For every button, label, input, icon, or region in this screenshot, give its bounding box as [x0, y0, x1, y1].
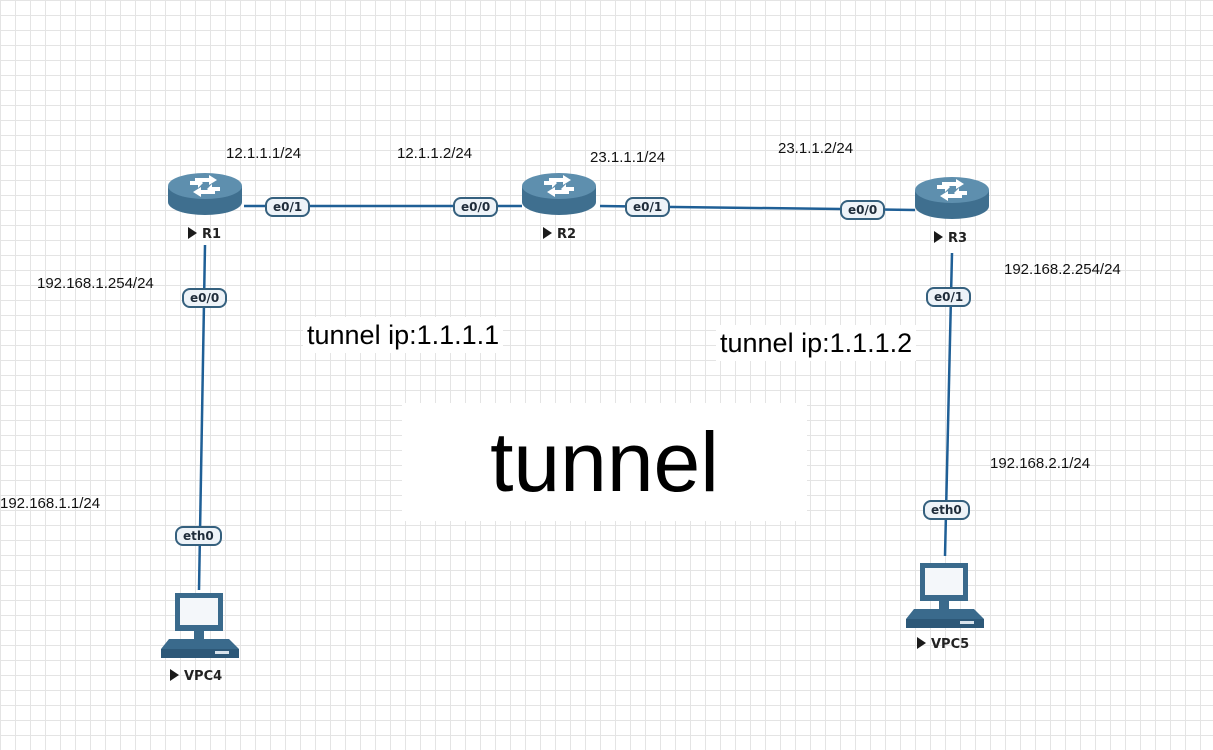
node-label-vpc4[interactable]: VPC4 [170, 669, 222, 685]
port-r3-e01[interactable]: e0/1 [926, 287, 972, 307]
port-r1-e00[interactable]: e0/0 [182, 288, 228, 308]
play-icon [917, 637, 926, 649]
play-icon [188, 227, 197, 239]
play-icon [543, 227, 552, 239]
pc-vpc4-icon[interactable] [161, 593, 239, 658]
ip-r3-e01: 192.168.2.254/24 [1004, 261, 1121, 278]
tunnel-ip-right: tunnel ip:1.1.1.2 [716, 325, 917, 361]
port-r3-e00[interactable]: e0/0 [840, 200, 886, 220]
port-vpc4-eth0[interactable]: eth0 [175, 526, 222, 546]
play-icon [170, 669, 179, 681]
node-label-text: R3 [948, 231, 968, 246]
ip-r3-e00: 23.1.1.2/24 [778, 140, 854, 157]
router-r1-icon[interactable] [168, 173, 242, 215]
port-r2-e00[interactable]: e0/0 [453, 197, 499, 217]
node-label-text: R2 [557, 227, 577, 242]
tunnel-ip-left: tunnel ip:1.1.1.1 [303, 317, 504, 353]
node-label-text: VPC5 [931, 637, 970, 652]
node-label-text: VPC4 [184, 669, 223, 684]
pc-vpc5-icon[interactable] [906, 563, 984, 628]
node-label-r2[interactable]: R2 [543, 227, 576, 243]
port-r2-e01[interactable]: e0/1 [625, 197, 671, 217]
port-r1-e01[interactable]: e0/1 [265, 197, 311, 217]
ip-r1-e00: 192.168.1.254/24 [37, 275, 154, 292]
ip-r2-e01: 23.1.1.1/24 [590, 149, 666, 166]
node-label-text: R1 [202, 227, 222, 242]
port-vpc5-eth0[interactable]: eth0 [923, 500, 970, 520]
ip-vpc5: 192.168.2.1/24 [990, 455, 1091, 472]
node-label-r3[interactable]: R3 [934, 231, 967, 247]
node-label-r1[interactable]: R1 [188, 227, 221, 243]
play-icon [934, 231, 943, 243]
node-label-vpc5[interactable]: VPC5 [917, 637, 969, 653]
ip-r1-e01: 12.1.1.1/24 [226, 145, 302, 162]
ip-vpc4: 192.168.1.1/24 [0, 495, 101, 512]
router-r2-icon[interactable] [522, 173, 596, 215]
router-r3-icon[interactable] [915, 177, 989, 219]
diagram-title: tunnel [402, 403, 807, 521]
ip-r2-e00: 12.1.1.2/24 [397, 145, 473, 162]
